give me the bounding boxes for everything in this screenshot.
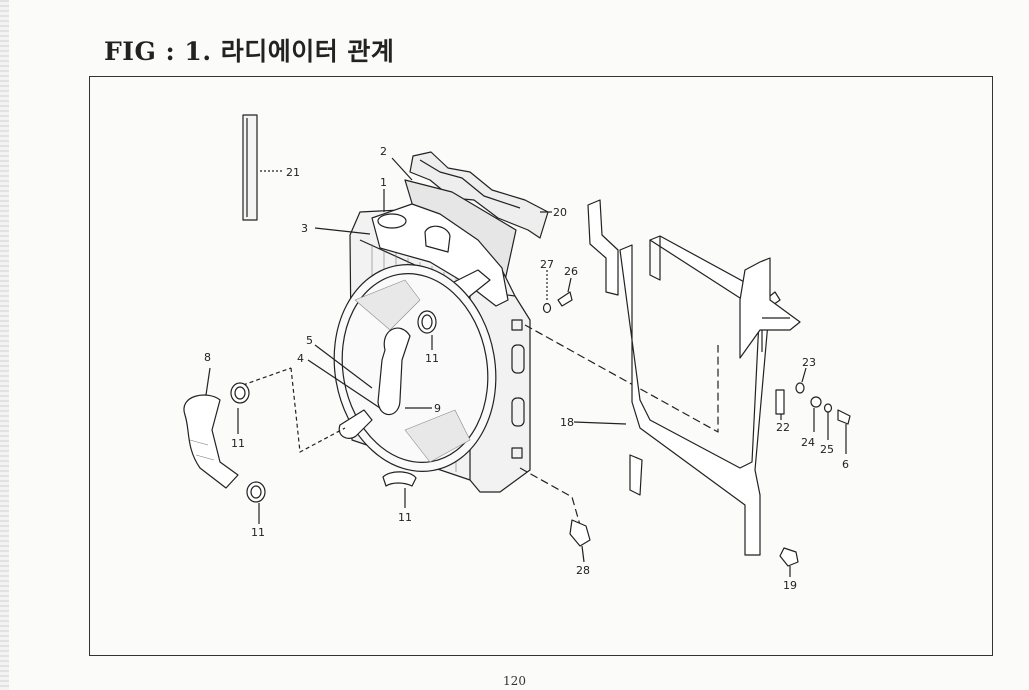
callout-28: 28 bbox=[576, 564, 590, 577]
part-8-lower-hose bbox=[183, 367, 239, 489]
callout-11-hose-top: 11 bbox=[231, 437, 245, 450]
callout-19: 19 bbox=[783, 579, 797, 592]
callout-24: 24 bbox=[801, 436, 815, 449]
callout-1: 1 bbox=[380, 176, 387, 189]
callout-11-hose-upper: 11 bbox=[425, 352, 439, 365]
part-20-top-shroud bbox=[409, 151, 552, 239]
callout-8: 8 bbox=[204, 351, 211, 364]
callout-20: 20 bbox=[553, 206, 567, 219]
fan-shroud bbox=[333, 264, 497, 472]
part-21-seal-strip bbox=[242, 114, 283, 221]
callout-11-bottom: 11 bbox=[398, 511, 412, 524]
part-26-drain-cock bbox=[557, 277, 573, 307]
part-11-clamp-upper bbox=[417, 310, 437, 350]
diagram-frame bbox=[89, 76, 993, 656]
callout-9: 9 bbox=[434, 402, 441, 415]
page-number: 120 bbox=[503, 674, 526, 688]
callout-6: 6 bbox=[842, 458, 849, 471]
callout-22: 22 bbox=[776, 421, 790, 434]
page-edge-scan bbox=[0, 0, 9, 690]
figure-title: FIG : 1. 라디에이터 관계 bbox=[104, 37, 395, 66]
callout-23: 23 bbox=[802, 356, 816, 369]
part-11-clamp-hose-top bbox=[230, 382, 250, 434]
part-28-bolt bbox=[569, 519, 591, 563]
callout-11-hose-bottom: 11 bbox=[251, 526, 265, 539]
callout-27: 27 bbox=[540, 258, 554, 271]
part-19-bolt bbox=[779, 547, 799, 577]
radiator-outlet-pipe bbox=[338, 409, 373, 439]
part-18-bracket-frame bbox=[573, 199, 801, 556]
callout-26: 26 bbox=[564, 265, 578, 278]
callout-18: 18 bbox=[560, 416, 574, 429]
callout-4: 4 bbox=[297, 352, 304, 365]
callout-5: 5 bbox=[306, 334, 313, 347]
callout-2: 2 bbox=[380, 145, 387, 158]
callout-25: 25 bbox=[820, 443, 834, 456]
part-11-clamp-hose-bottom bbox=[246, 481, 266, 524]
part-27-washer bbox=[542, 270, 552, 314]
callout-3: 3 bbox=[301, 222, 308, 235]
hardware-22-25-6 bbox=[775, 367, 851, 454]
part-11-clamp-bottom bbox=[382, 471, 417, 508]
callout-21: 21 bbox=[286, 166, 300, 179]
